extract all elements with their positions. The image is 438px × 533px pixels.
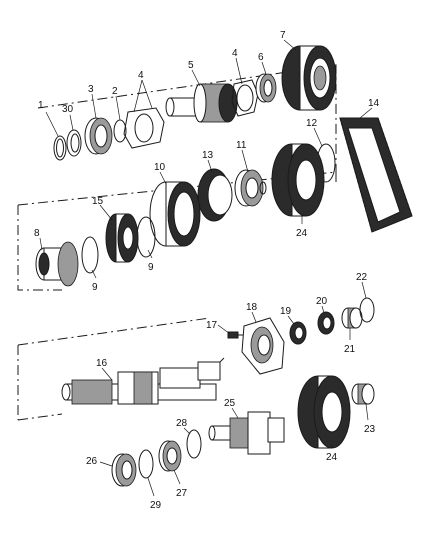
callout-3: 3 xyxy=(88,84,94,95)
part-output-shaft-25 xyxy=(208,411,285,455)
part-bearing-3 xyxy=(84,117,113,155)
callout-10: 10 xyxy=(154,162,166,173)
part-synchro-ring-13 xyxy=(197,168,233,222)
part-sprocket-24-lower xyxy=(297,375,351,449)
part-snap-ring-9-left xyxy=(81,236,99,274)
part-bearing-11 xyxy=(234,169,267,207)
callout-9-left: 9 xyxy=(92,282,98,293)
callout-7: 7 xyxy=(280,30,286,41)
callout-20: 20 xyxy=(316,296,328,307)
part-carrier-18 xyxy=(241,317,285,375)
callout-8: 8 xyxy=(34,228,40,239)
lower-panel-top-edge xyxy=(17,317,211,346)
callout-9-right: 9 xyxy=(148,262,154,273)
callout-5: 5 xyxy=(188,60,194,71)
callout-24-lower: 24 xyxy=(326,452,338,463)
part-seal-26 xyxy=(111,453,137,487)
callout-4-left: 4 xyxy=(138,70,144,81)
top-panel-outline xyxy=(37,64,337,172)
callout-16: 16 xyxy=(96,358,108,369)
callout-13: 13 xyxy=(202,150,214,161)
part-bearing-6 xyxy=(255,73,277,103)
callout-28: 28 xyxy=(176,418,188,429)
part-clutch-sleeve-10 xyxy=(149,181,201,247)
part-nut-20 xyxy=(317,311,335,335)
callout-1: 1 xyxy=(38,100,44,111)
part-snap-ring-28 xyxy=(186,429,202,459)
callout-26: 26 xyxy=(86,456,98,467)
part-gasket-4-right xyxy=(231,79,259,117)
callout-14: 14 xyxy=(368,98,380,109)
callout-22: 22 xyxy=(356,272,368,283)
callout-12: 12 xyxy=(306,118,318,129)
part-input-shaft-5 xyxy=(165,83,238,123)
part-thrust-washer-30 xyxy=(66,129,82,157)
callout-15: 15 xyxy=(92,196,104,207)
callout-23: 23 xyxy=(364,424,376,435)
part-bearing-27 xyxy=(158,440,182,472)
leader-lines xyxy=(39,39,373,497)
callout-11: 11 xyxy=(236,140,247,151)
callout-2: 2 xyxy=(112,86,118,97)
part-bearing-21 xyxy=(341,307,363,329)
part-gasket-4-left xyxy=(123,107,165,149)
callout-24-upper: 24 xyxy=(296,228,308,239)
callout-29: 29 xyxy=(150,500,162,511)
part-nut-19 xyxy=(289,321,307,345)
part-snap-ring-29 xyxy=(138,449,154,479)
callout-6: 6 xyxy=(258,52,264,63)
part-snap-ring-22 xyxy=(359,297,375,323)
middle-panel-left-edge xyxy=(17,205,62,291)
callouts: 1 30 3 2 4 5 4 6 7 14 12 11 13 10 15 8 9… xyxy=(34,30,380,511)
callout-4-right: 4 xyxy=(232,48,238,59)
callout-17: 17 xyxy=(206,320,218,331)
part-drive-chain-14 xyxy=(339,117,413,233)
lower-panel-bottom-edge xyxy=(17,413,63,421)
callout-27: 27 xyxy=(176,488,188,499)
callout-18: 18 xyxy=(246,302,258,313)
callout-30: 30 xyxy=(62,104,74,115)
part-sprocket-24-upper xyxy=(271,143,325,217)
part-snap-ring-9-right xyxy=(136,216,156,258)
part-snap-ring-1 xyxy=(53,135,67,161)
part-mainshaft-16 xyxy=(61,357,225,405)
part-gear-8 xyxy=(35,241,79,287)
part-bearing-23 xyxy=(351,383,375,405)
callout-21: 21 xyxy=(344,344,356,355)
callout-25: 25 xyxy=(224,398,236,409)
part-sun-gear-7 xyxy=(281,45,337,111)
callout-19: 19 xyxy=(280,306,292,317)
part-hub-15 xyxy=(105,213,139,263)
